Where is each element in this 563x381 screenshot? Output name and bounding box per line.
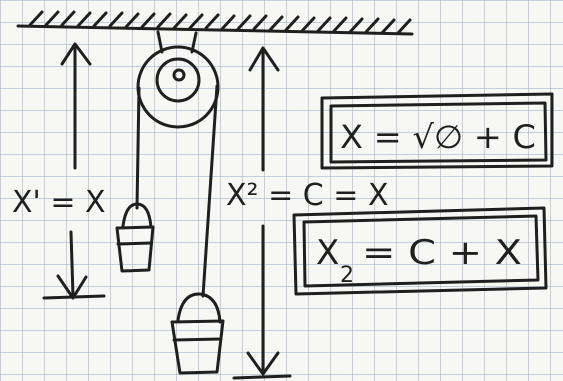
ceiling [16, 10, 414, 36]
right-bucket [170, 292, 225, 375]
bottom-equation-variable: X [316, 233, 339, 273]
ceiling-hatching [28, 10, 412, 35]
top-equation-box: X = √∅ + C [320, 92, 554, 170]
bottom-equation-subscript: 2 [340, 263, 354, 288]
left-height-label: X' = X [12, 185, 106, 220]
right-height-label: X² = C = X [226, 178, 389, 213]
pulley-wheel-inner [155, 57, 201, 103]
pulley [136, 30, 220, 129]
left-height-arrow [42, 42, 106, 300]
right-height-arrow [232, 46, 292, 380]
pulley-axle [172, 68, 186, 82]
right-rope [201, 84, 219, 298]
top-equation: X = √∅ + C [340, 118, 536, 156]
bottom-equation-rhs: = C + X [362, 233, 522, 273]
left-bucket [115, 202, 155, 273]
left-rope [135, 86, 141, 210]
bottom-equation-box: X 2 = C + X [292, 206, 548, 296]
